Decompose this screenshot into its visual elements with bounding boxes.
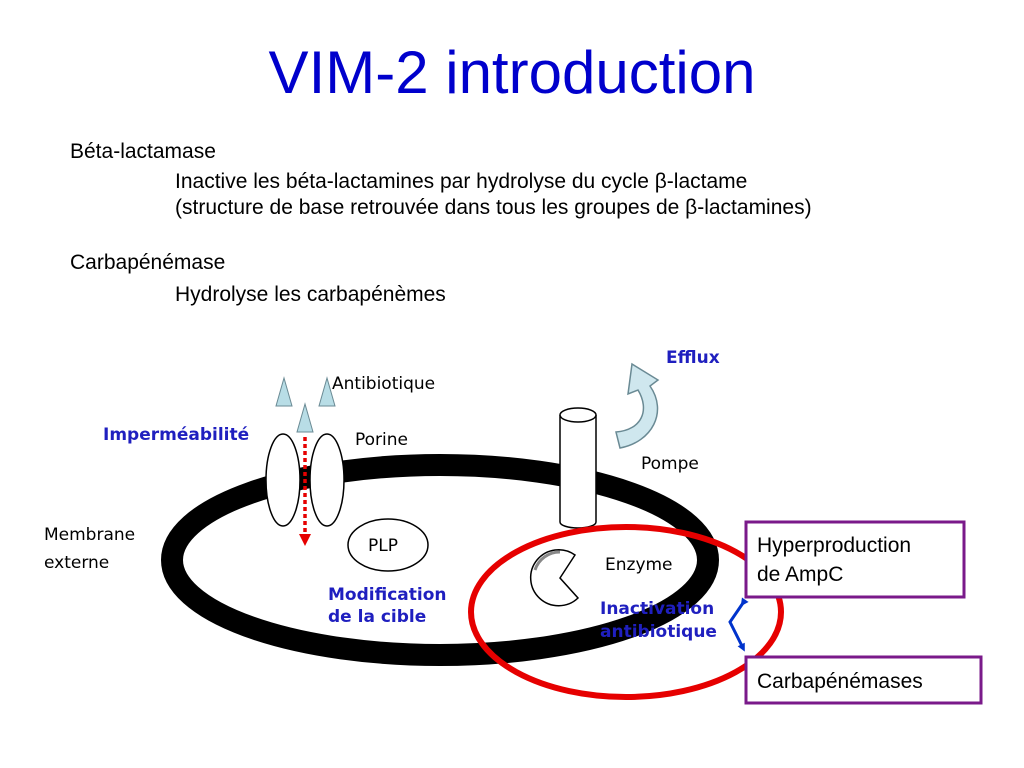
box-hyperproduction-line-2: de AmpC [757,563,843,586]
label-impermeabilite: Imperméabilité [103,425,249,445]
label-enzyme: Enzyme [605,555,673,575]
enzyme-highlight-ring [468,524,784,700]
enzyme-shading [533,550,561,571]
antibiotic-triangle-2 [318,376,336,407]
antibiotic-triangle-3 [296,402,314,433]
box-hyperproduction [744,520,966,599]
box-hyperproduction-line-1: Hyperproduction [757,534,911,557]
outer-membrane-ring [161,454,719,666]
section-heading-beta-lactamase: Béta-lactamase [70,140,216,163]
label-modification-1: Modification [328,585,446,605]
box-carbapenemases-label: Carbapénémases [757,670,923,693]
section-heading-carbapenemase: Carbapénémase [70,251,226,274]
porin-left [265,433,301,527]
section-line-2: (structure de base retrouvée dans tous l… [175,196,812,219]
label-inactivation-1: Inactivation [600,599,714,619]
section-line-1: Inactive les béta-lactamines par hydroly… [175,170,748,193]
box-carbapenemases [744,655,983,705]
label-inactivation-2: antibiotique [600,622,717,642]
enzyme-icon [529,548,580,607]
label-efflux: Efflux [666,348,720,368]
label-membrane-2: externe [44,553,109,573]
label-porine: Porine [355,430,408,450]
antibiotic-triangle-1 [275,376,293,407]
label-modification-2: de la cible [328,607,426,627]
efflux-arrow [615,362,660,449]
label-pompe: Pompe [641,454,699,474]
porin-right [309,433,345,527]
pump-cylinder [559,407,597,529]
section-line-3: Hydrolyse les carbapénèmes [175,283,446,306]
label-plp: PLP [368,536,398,556]
inactivation-arrow [728,597,749,652]
label-membrane-1: Membrane [44,525,135,545]
label-antibiotique: Antibiotique [332,374,435,394]
page-title: VIM-2 introduction [268,39,756,106]
plp-target [347,518,429,572]
